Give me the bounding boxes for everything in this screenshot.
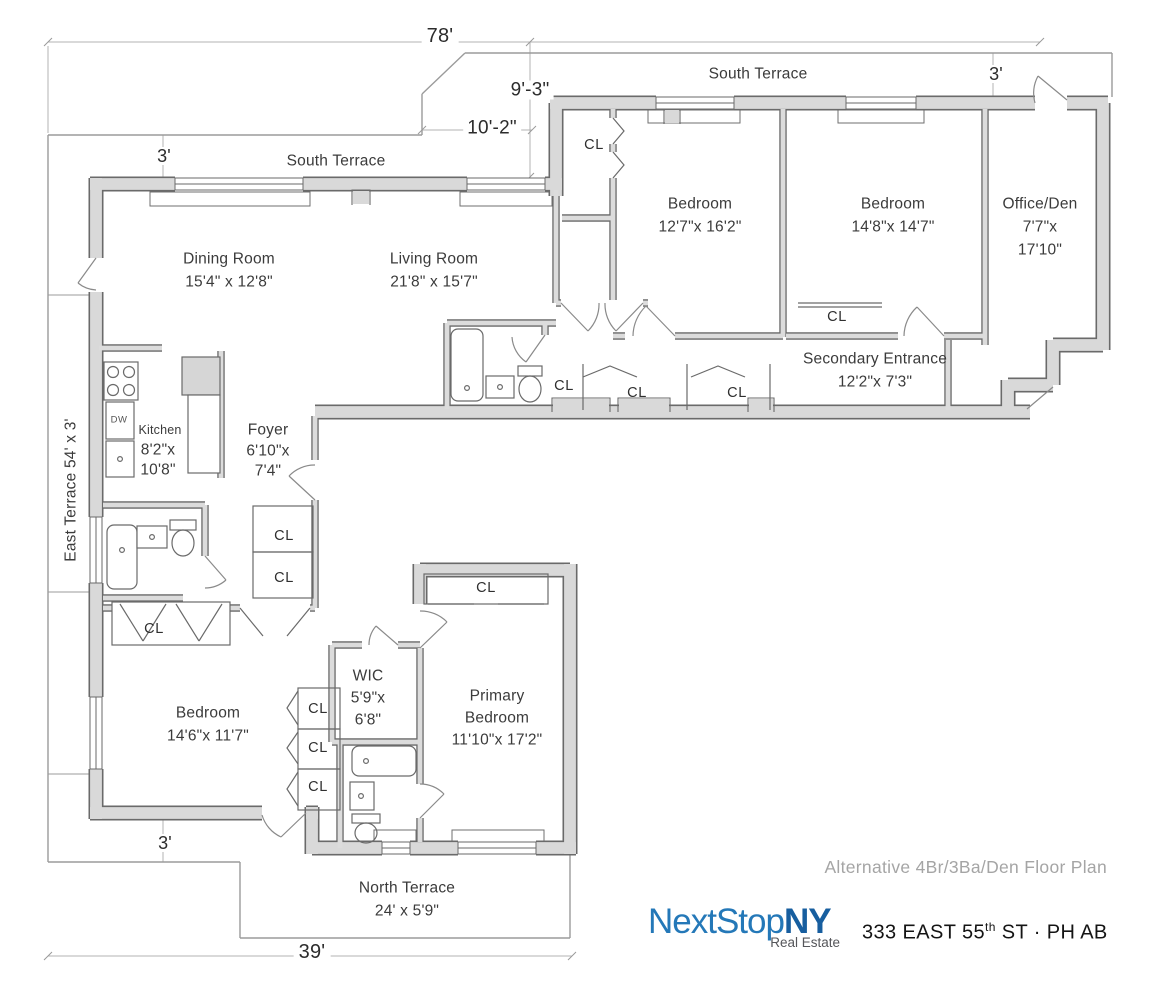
room-label-dining: Dining Room [183, 250, 275, 268]
closet-label: CL [308, 778, 328, 795]
fixtures [103, 328, 543, 844]
brand-logo-part1: NextStop [648, 902, 785, 941]
closet-label: CL [476, 579, 496, 596]
room-label-primary-2: Bedroom [464, 709, 530, 727]
closet-label: CL [144, 620, 164, 637]
dim-label-39ft: 39' [293, 942, 331, 962]
room-dims-secondary-entrance: 12'2"x 7'3" [837, 373, 913, 391]
terrace-label-east: East Terrace 54' x 3' [62, 418, 80, 562]
closet-label: CL [554, 377, 574, 394]
bathtub-icon [450, 328, 484, 402]
dim-label-10ft2: 10'-2" [463, 118, 521, 138]
room-label-secondary-entrance: Secondary Entrance [802, 350, 948, 368]
room-dims-primary: 11'10"x 17'2" [451, 731, 543, 749]
address-ordinal: th [985, 920, 996, 934]
closet-label: CL [274, 569, 294, 586]
sink-icon [349, 781, 375, 811]
room-dims-office-den-1: 7'7"x [1022, 218, 1058, 236]
window-sills [149, 109, 925, 844]
room-label-kitchen: Kitchen [138, 422, 182, 437]
brand-logo: NextStopNY Real Estate [648, 904, 844, 950]
closet-label: CL [584, 136, 604, 153]
room-label-wic: WIC [352, 667, 384, 685]
dim-label-3ft-east: 3' [155, 834, 175, 852]
terrace-dims-north: 24' x 5'9" [374, 902, 440, 920]
bathtub-icon [351, 745, 417, 777]
property-address: 333 EAST 55th ST · PH AB [862, 920, 1108, 945]
toilet-icon [517, 365, 543, 377]
room-dims-living: 21'8" x 15'7" [390, 273, 478, 291]
room-label-office-den: Office/Den [1002, 195, 1078, 213]
room-dims-bedroom1: 12'7"x 16'2" [658, 218, 742, 236]
closet-label: CL [627, 384, 647, 401]
closet-label: CL [308, 739, 328, 756]
dishwasher-icon [105, 401, 135, 440]
bathtub-icon [106, 524, 138, 590]
room-dims-office-den-2: 17'10" [1017, 241, 1063, 259]
dim-label-9ft3: 9'-3" [506, 80, 554, 100]
windows [89, 96, 917, 855]
room-dims-kitchen-2: 10'8" [140, 461, 176, 479]
closet-label: CL [727, 384, 747, 401]
room-label-primary-1: Primary [469, 687, 525, 705]
address-rest: ST · PH AB [995, 921, 1108, 944]
terrace-label-south-left: South Terrace [286, 152, 386, 170]
brand-logo-wordmark: NextStopNY [648, 904, 844, 939]
room-dims-foyer-2: 7'4" [254, 462, 282, 480]
dim-label-78ft: 78' [421, 26, 459, 46]
terrace-label-south-right: South Terrace [708, 65, 808, 83]
dishwasher-label: DW [110, 414, 128, 426]
room-label-bedroom2: Bedroom [860, 195, 926, 213]
toilet-icon [169, 519, 197, 531]
room-label-foyer: Foyer [247, 421, 289, 439]
room-dims-dining: 15'4" x 12'8" [185, 273, 273, 291]
brand-logo-tagline: Real Estate [770, 935, 840, 950]
kitchen-sink-icon [105, 440, 135, 478]
terrace-outline [47, 52, 1113, 939]
address-main: 333 EAST 55 [862, 921, 986, 944]
terrace-label-north: North Terrace [358, 879, 456, 897]
sink-icon [485, 375, 515, 399]
kitchen-counter [187, 394, 221, 474]
room-dims-bedroom2: 14'8"x 14'7" [851, 218, 935, 236]
room-dims-bedroom3: 14'6"x 11'7" [167, 727, 249, 745]
doors [77, 75, 1068, 838]
closet-label: CL [827, 308, 847, 325]
dim-label-3ft-southright: 3' [986, 65, 1006, 83]
dimension-lines [43, 37, 1045, 961]
closet-label: CL [308, 700, 328, 717]
room-label-bedroom3: Bedroom [175, 704, 241, 722]
room-label-living: Living Room [389, 250, 479, 268]
room-dims-wic-1: 5'9"x [350, 689, 386, 707]
room-label-bedroom1: Bedroom [667, 195, 733, 213]
toilet-icon [351, 813, 381, 824]
room-dims-foyer-1: 6'10"x [246, 442, 290, 460]
closet-label: CL [274, 527, 294, 544]
fridge-icon [181, 356, 221, 396]
sink-icon [136, 525, 168, 549]
room-dims-kitchen-1: 8'2"x [140, 441, 176, 459]
dim-label-3ft-southleft: 3' [154, 147, 174, 165]
brand-logo-part2: NY [783, 902, 832, 941]
closet-marks [111, 117, 882, 811]
room-dims-wic-2: 6'8" [354, 711, 382, 729]
floor-plan-note: Alternative 4Br/3Ba/Den Floor Plan [824, 857, 1107, 877]
